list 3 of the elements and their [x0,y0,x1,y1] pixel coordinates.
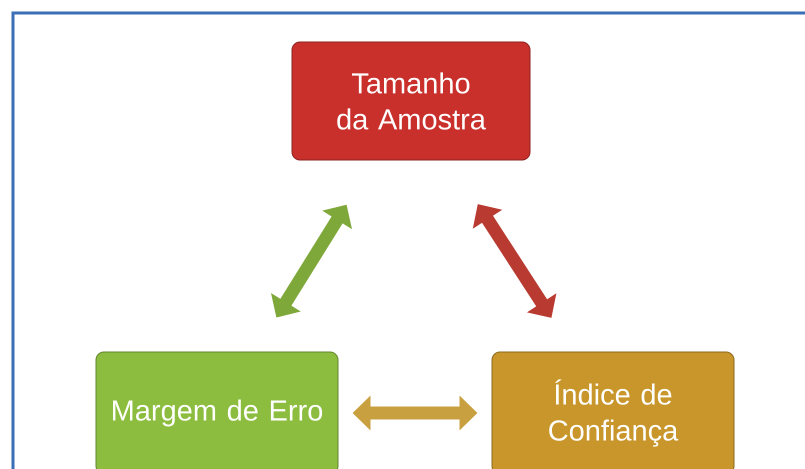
process-box: Índice de Confiança [492,352,734,469]
process-box: Margem de Erro [96,352,338,469]
process-box: Tamanho da Amostra [292,42,530,160]
